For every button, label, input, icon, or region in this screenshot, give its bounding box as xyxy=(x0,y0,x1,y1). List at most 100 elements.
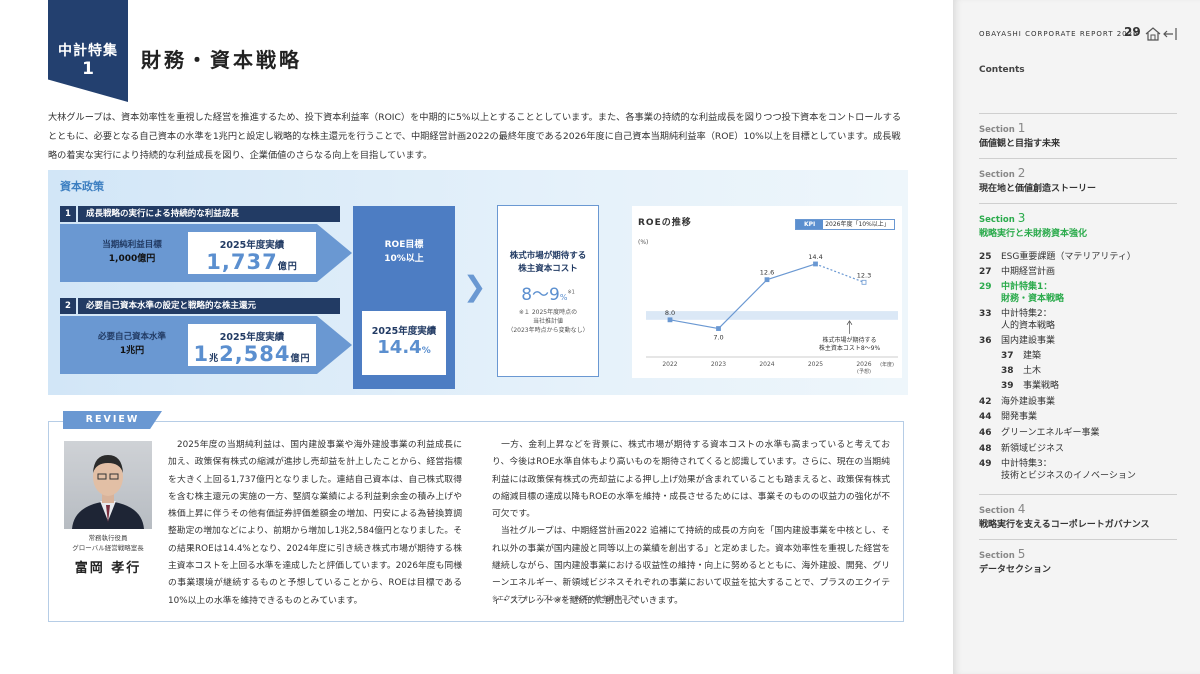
capital-policy-panel: 資本政策 1 成長戦略の実行による持続的な利益成長 当期純利益目標 1,000億… xyxy=(48,170,908,395)
cost-label-line1: 株式市場が期待する xyxy=(509,251,587,261)
toc-item-25[interactable]: 25 ESG重要課題（マテリアリティ） xyxy=(979,251,1136,263)
cost-note-line1: ※１ 2025年度時点の xyxy=(518,309,578,316)
toc-title: 中計特集2： xyxy=(1001,309,1052,319)
policy-item2-number: 2 xyxy=(60,298,76,314)
feature-number: 1 xyxy=(82,59,94,79)
policy-item1-result-unit: 億円 xyxy=(277,262,298,272)
back-icon[interactable] xyxy=(1163,28,1177,40)
roe-line-segment xyxy=(669,319,719,330)
review-box xyxy=(48,421,904,622)
home-icon[interactable] xyxy=(1145,27,1161,41)
toc-page: 25 xyxy=(979,252,992,262)
sidebar-section-5[interactable]: Section 5 データセクション xyxy=(979,539,1177,575)
toc-title: ESG重要課題（マテリアリティ） xyxy=(1001,252,1136,262)
section-number: 1 xyxy=(1017,121,1026,135)
policy-item2-result-unit: 億円 xyxy=(290,354,311,364)
cost-label-line2: 株主資本コスト xyxy=(518,264,578,274)
roe-goal-label: ROE目標 xyxy=(384,240,424,250)
executive-role: 常務執行役員 グローバル経営戦略室長 xyxy=(56,533,160,553)
nav-icons xyxy=(1145,27,1177,41)
toc-item-46[interactable]: 46 グリーンエネルギー事業 xyxy=(979,427,1100,439)
roe-point xyxy=(667,317,673,323)
roe-actual-label: 2025年度実績 xyxy=(371,326,437,337)
executive-name: 富岡 孝行 xyxy=(74,561,142,576)
roe-value-label: 12.3 xyxy=(857,271,871,279)
policy-item1-number: 1 xyxy=(60,206,76,222)
toc-title-line2: 財務・資本戦略 xyxy=(1001,294,1065,304)
roe-point xyxy=(716,326,721,331)
roe-actual-value: 14.4 xyxy=(377,337,422,358)
sidebar-section-4[interactable]: Section 4 戦略実行を支えるコーポレートガバナンス xyxy=(979,494,1177,530)
sidebar-section-2[interactable]: Section 2 現在地と価値創造ストーリー xyxy=(979,158,1177,194)
policy-item2-target-label: 必要自己資本水準 xyxy=(97,332,166,342)
section-number: 2 xyxy=(1017,166,1026,180)
feature-tag: 中計特集 1 xyxy=(48,0,128,102)
toc-page: 39 xyxy=(1001,381,1014,391)
roe-line-segment xyxy=(718,279,768,329)
intro-text: 大林グループは、資本効率性を重視した経営を推進するため、投下資本利益率（ROIC… xyxy=(48,112,902,161)
roe-target-panel: ROE目標 10%以上 2025年度実績 14.4% xyxy=(353,206,455,389)
roe-value-label: 8.0 xyxy=(665,309,675,317)
sidebar-section-3[interactable]: Section 3 戦略実行と未財務資本強化 xyxy=(979,203,1177,239)
toc-page: 38 xyxy=(1001,366,1014,376)
cost-note-line3: （2023年時点から変動なし） xyxy=(507,327,589,334)
roe-goal-value: 10%以上 xyxy=(384,254,424,264)
y-axis-unit: (%) xyxy=(638,239,648,246)
person-photo-icon xyxy=(72,455,144,529)
policy-item2-target-value: 1兆円 xyxy=(119,346,145,356)
section-title: 現在地と価値創造ストーリー xyxy=(979,184,1097,194)
roe-line-segment xyxy=(815,263,865,283)
x-axis-unit: (年度) xyxy=(880,361,894,368)
sidebar: OBAYASHI CORPORATE REPORT 2026 29 Conten… xyxy=(953,0,1200,674)
sidebar-section-1[interactable]: Section 1 価値観と目指す未来 xyxy=(979,113,1177,149)
executive-photo xyxy=(64,441,152,529)
section-title: 価値観と目指す未来 xyxy=(979,139,1061,149)
chart-title: ROEの推移 xyxy=(638,218,692,228)
toc-title: 新領域ビジネス xyxy=(1001,444,1065,454)
policy-item1-result-label: 2025年度実績 xyxy=(219,240,285,251)
toc-title-line2: 人的資本戦略 xyxy=(1001,321,1056,331)
roe-line-segment xyxy=(766,263,816,281)
toc-item-38[interactable]: 38 土木 xyxy=(1001,365,1041,377)
toc-page: 49 xyxy=(979,459,992,469)
executive-role-line1: 常務執行役員 xyxy=(88,534,128,542)
section-label: Section xyxy=(979,170,1015,180)
cost-note-line2: 当社推計値 xyxy=(532,318,563,325)
annotation-line1: 株式市場が期待する xyxy=(822,336,876,344)
section-number: 4 xyxy=(1017,502,1026,516)
section-number: 5 xyxy=(1017,547,1026,561)
executive-role-line2: グローバル経営戦略室長 xyxy=(72,544,144,552)
roe-actual-unit: % xyxy=(421,346,431,356)
policy-item2-result-prefix: 1 xyxy=(193,342,210,366)
policy-item1-heading: 成長戦略の実行による持続的な利益成長 xyxy=(78,206,340,222)
roe-line-chart: (%)8.020227.0202312.6202414.4202512.3202… xyxy=(638,239,898,375)
toc-title: 中計特集1： xyxy=(1001,282,1053,292)
toc-page: 44 xyxy=(979,412,992,422)
policy-item1-target: 当期純利益目標 1,000億円 xyxy=(82,238,182,266)
toc-title: グリーンエネルギー事業 xyxy=(1001,428,1100,438)
feature-label: 中計特集 xyxy=(58,43,118,59)
policy-item1-result: 2025年度実績 1,737億円 xyxy=(188,232,316,274)
toc-page: 46 xyxy=(979,428,992,438)
policy-item2-heading: 必要自己資本水準の設定と戦略的な株主還元 xyxy=(78,298,340,314)
policy-item2-result: 2025年度実績 1兆2,584億円 xyxy=(188,324,316,366)
section-title: 戦略実行を支えるコーポレートガバナンス xyxy=(979,520,1150,530)
roe-actual-box: 2025年度実績 14.4% xyxy=(362,311,446,375)
page-number: 29 xyxy=(1124,25,1141,39)
toc-title: 国内建設事業 xyxy=(1001,336,1056,346)
policy-item1-target-value: 1,000億円 xyxy=(108,254,156,264)
review-tab: REVIEW xyxy=(63,411,162,429)
kpi-text: 2026年度「10%以上」 xyxy=(825,221,890,228)
toc-title: 土木 xyxy=(1023,366,1042,376)
